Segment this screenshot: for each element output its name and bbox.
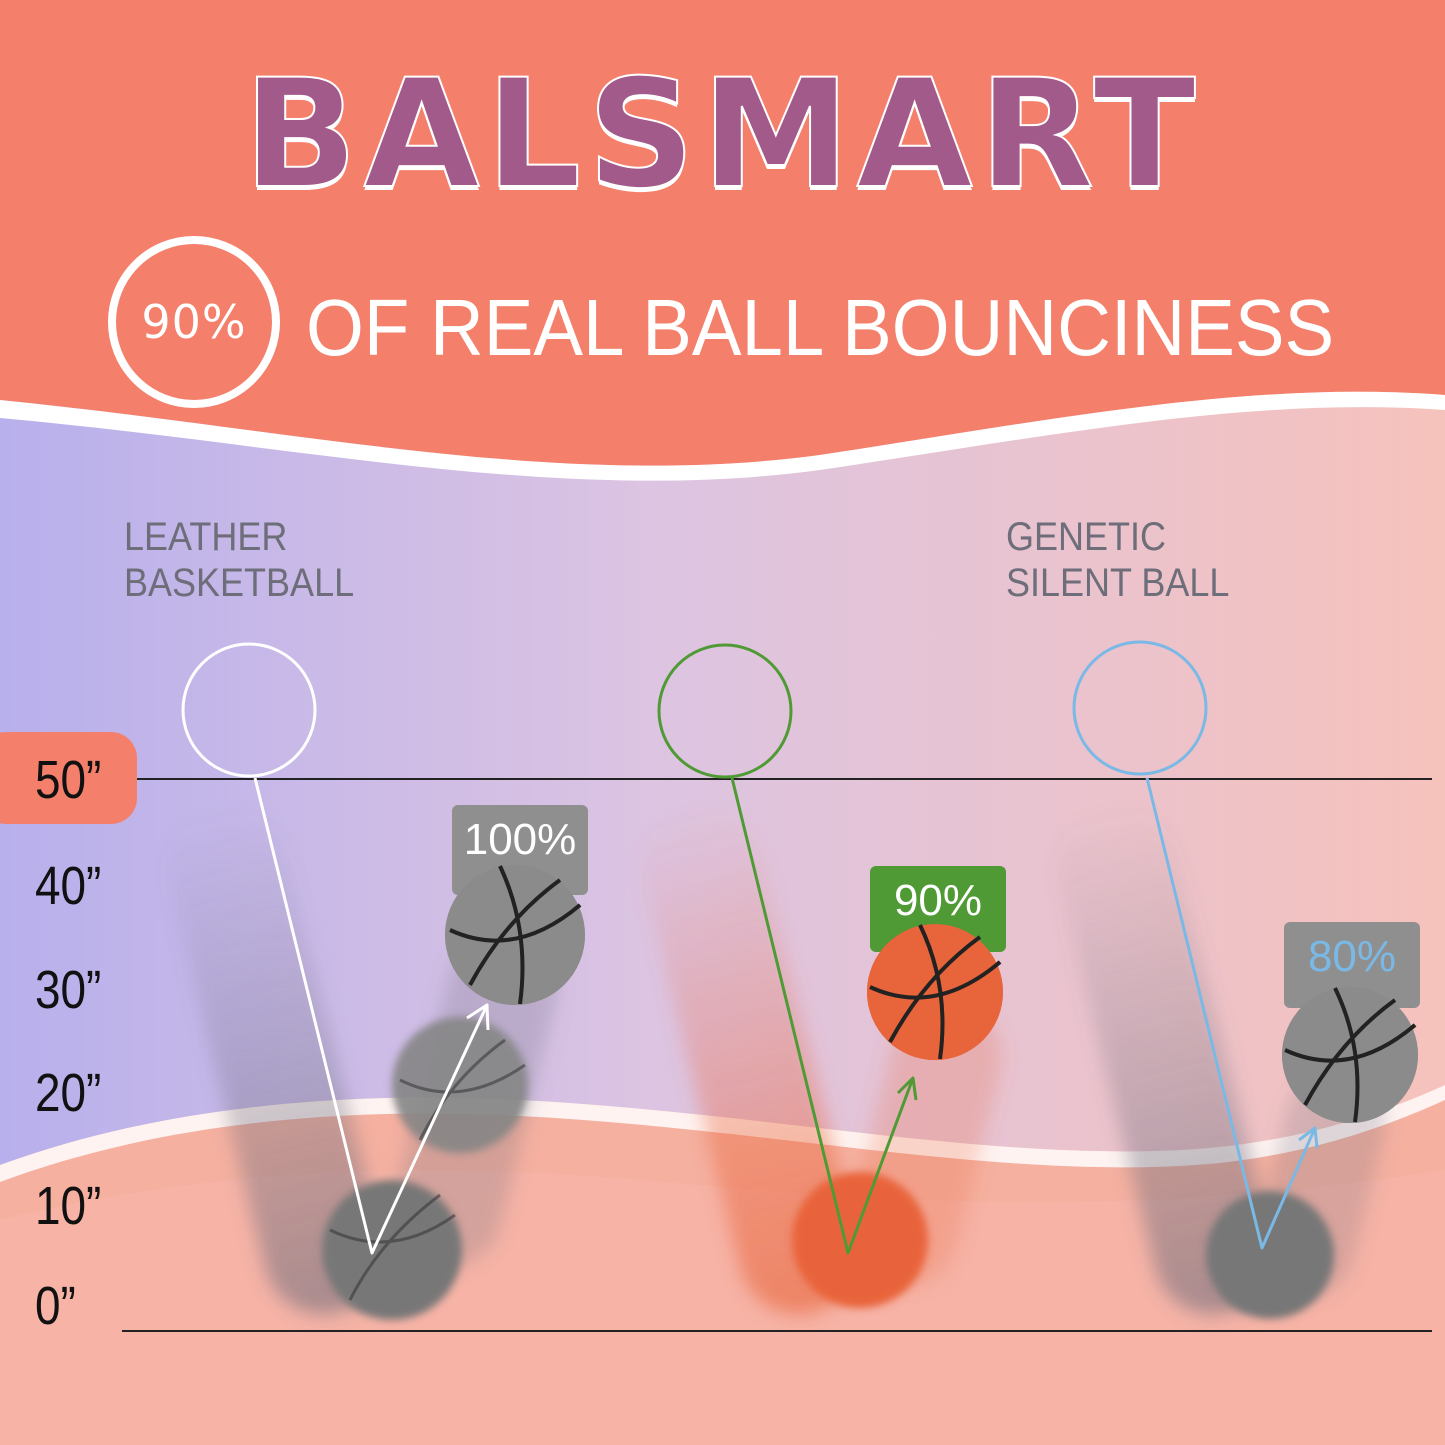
silent-label-line-1: GENETIC <box>1006 515 1167 559</box>
height-tick-30: 30” <box>35 960 102 1020</box>
bottom-balls <box>322 1017 1334 1320</box>
silent-start-circle <box>1072 640 1208 776</box>
height-tick-0: 0” <box>35 1276 76 1336</box>
silent-top-ball-front <box>1282 987 1418 1123</box>
leather-label-line-1: LEATHER <box>124 515 288 559</box>
balsmart-bounce-path <box>730 777 915 1255</box>
leather-top-ball-front <box>445 865 585 1005</box>
height-tick-50: 50” <box>35 750 102 810</box>
leather-start-circle <box>181 642 317 778</box>
silent-bounce-path <box>1145 777 1317 1250</box>
leather-label-line-2: BASKETBALL <box>124 561 355 605</box>
leather-bounce-path <box>253 777 489 1255</box>
silent-label-line-2: SILENT BALL <box>1006 561 1230 605</box>
brand-logo: BALSMART <box>242 47 1202 223</box>
balsmart-top-ball-front <box>867 924 1003 1060</box>
leather-basketball-label: LEATHER BASKETBALL <box>124 514 354 606</box>
height-tick-20: 20” <box>35 1063 102 1123</box>
percent-badge: 90% <box>108 236 280 408</box>
balsmart-start-circle <box>657 643 793 779</box>
genetic-silent-ball-label: GENETIC SILENT BALL <box>1006 514 1229 606</box>
tagline: OF REAL BALL BOUNCINESS <box>306 283 1335 372</box>
height-tick-10: 10” <box>35 1176 102 1236</box>
height-tick-40: 40” <box>35 856 102 916</box>
